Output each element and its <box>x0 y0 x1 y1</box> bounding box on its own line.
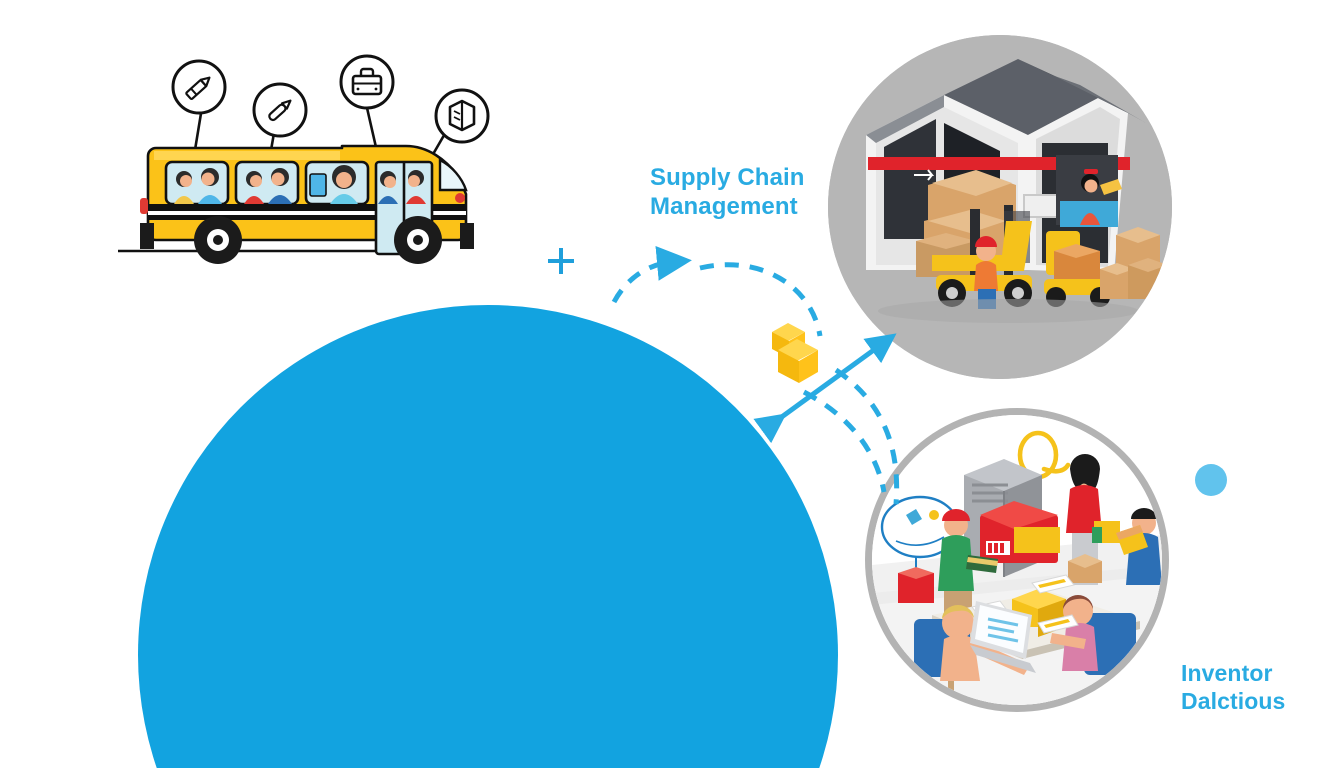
warehouse-scene <box>828 35 1172 379</box>
worker-laptop <box>914 601 1036 681</box>
dashed-arrow-upper-left <box>611 245 692 304</box>
school-bus-illustration <box>110 48 530 308</box>
blue-accent-dot <box>1195 464 1227 496</box>
supply-chain-management-label: Supply Chain Management <box>650 164 805 221</box>
dashed-arrow-to-inventory <box>802 389 887 493</box>
double-headed-arrow <box>753 333 897 444</box>
bus-windows <box>164 158 468 256</box>
bus-wheels <box>194 216 442 264</box>
brand-blue-circle <box>138 305 838 768</box>
dashed-arrow-outer <box>834 367 900 505</box>
bus-door <box>374 160 434 256</box>
briefcase-icon <box>339 54 395 110</box>
pen-icon <box>252 82 308 138</box>
worker-blue <box>1116 508 1162 585</box>
inventory-scene <box>872 415 1162 705</box>
open-book-icon <box>434 88 490 144</box>
inventory-label: Inventor Dalctious <box>1181 660 1286 715</box>
plus-sign-icon <box>548 248 574 274</box>
dashed-arrow-to-warehouse <box>699 262 823 337</box>
stacked-boxes-icon <box>772 323 818 383</box>
pencil-icon <box>171 59 227 115</box>
